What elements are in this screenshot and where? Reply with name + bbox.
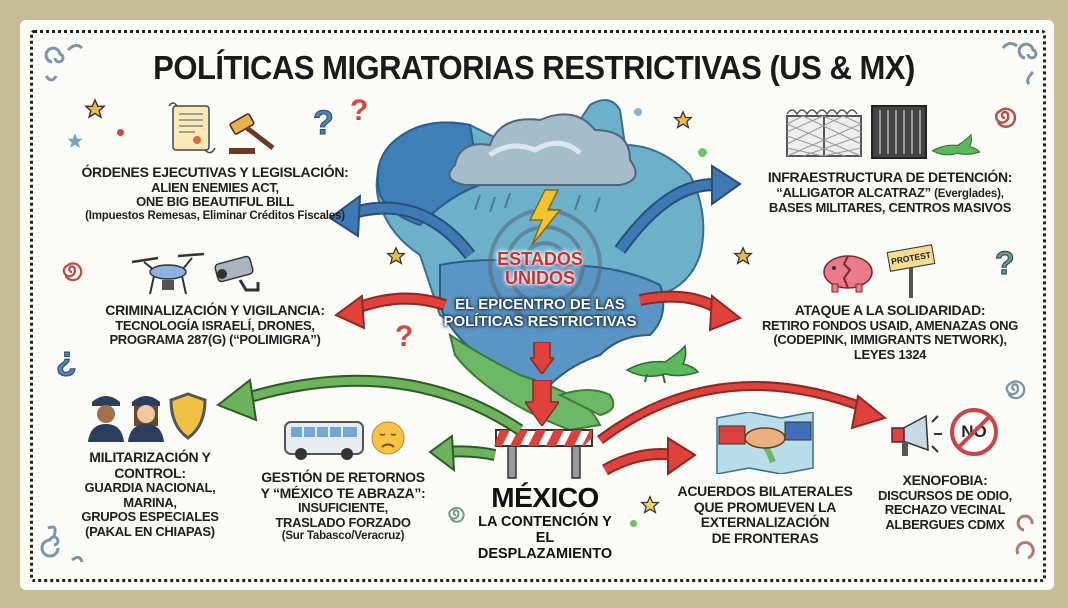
- police-officer-female-icon: [128, 396, 164, 442]
- north-america-map: [375, 99, 705, 432]
- question-mark-icon: ?: [313, 104, 335, 143]
- block-xenofobia: XENOFOBIA: DISCURSOS DE ODIO, RECHAZO VE…: [877, 472, 1012, 532]
- corner-swirl-icon: [1001, 41, 1038, 86]
- road-barrier-icon: [494, 429, 593, 479]
- alligator-icon: [931, 133, 981, 156]
- question-mark-icon: ?: [395, 320, 414, 353]
- question-mark-icon: ?: [995, 245, 1016, 282]
- dot-decoration: [117, 129, 124, 136]
- dot-decoration: [634, 108, 642, 116]
- security-camera-icon: [214, 255, 260, 292]
- page-title: POLÍTICAS MIGRATORIAS RESTRICTIVAS (US &…: [153, 48, 915, 87]
- star-icon: [640, 495, 660, 514]
- block-militarizacion-control: MILITARIZACIÓN Y CONTROL: GUARDIA NACION…: [81, 449, 219, 539]
- block-gestion-retornos: GESTIÓN DE RETORNOS Y “MÉXICO TE ABRAZA”…: [260, 469, 426, 543]
- drone-icon: [131, 252, 205, 295]
- protest-sign: PROTEST: [886, 244, 936, 298]
- block-infraestructura-detencion: INFRAESTRUCTURA DE DETENCIÓN: “ALLIGATOR…: [767, 169, 1013, 215]
- dotted-border: [30, 30, 1046, 582]
- down-arrow-icon: [525, 380, 559, 426]
- spiral-icon: [995, 107, 1017, 129]
- spiral-icon: [62, 262, 83, 282]
- block-ordenes-ejecutivas: ÓRDENES EJECUTIVAS Y LEGISLACIÓN: ALIEN …: [81, 164, 349, 222]
- megaphone-icon: [891, 414, 942, 456]
- block-criminalizacion-vigilancia: CRIMINALIZACIÓN Y VIGILANCIA: TECNOLOGÍA…: [105, 302, 325, 348]
- star-icon: [386, 246, 406, 265]
- star-icon: [84, 98, 106, 119]
- star-icon: [733, 246, 753, 265]
- star-icon: [673, 110, 693, 129]
- mexico-label: MÉXICO LA CONTENCIÓN Y EL DESPLAZAMIENTO: [477, 482, 613, 563]
- map-handshake-icon: [716, 412, 814, 474]
- shield-icon: [169, 392, 207, 440]
- star-icon: [67, 133, 83, 148]
- bus-icon: [284, 421, 364, 460]
- us-subtitle: EL EPICENTRO DE LAS POLÍTICAS RESTRICTIV…: [443, 296, 637, 330]
- block-ataque-solidaridad: ATAQUE A LA SOLIDARIDAD: RETIRO FONDOS U…: [761, 302, 1019, 362]
- us-label: ESTADOS UNIDOS: [497, 249, 583, 288]
- fence-icon: [786, 109, 862, 157]
- corner-swirl-icon: [44, 43, 84, 82]
- spiral-icon: [448, 506, 465, 523]
- no-sign-icon: NO: [950, 408, 998, 456]
- dot-decoration: [630, 520, 637, 527]
- down-arrow-icon: [530, 342, 554, 374]
- corner-swirl-icon: [1015, 514, 1035, 560]
- gavel-icon: [229, 113, 275, 154]
- spiral-icon: [1005, 380, 1026, 400]
- corner-swirl-icon: [40, 525, 84, 563]
- question-mark-icon: ?: [350, 94, 369, 127]
- police-officer-icon: [88, 396, 124, 442]
- dot-decoration: [698, 148, 707, 157]
- question-mark-icon: ¿: [56, 340, 78, 379]
- sad-face-icon: [371, 421, 405, 455]
- scroll-icon: [168, 102, 216, 154]
- alligator-icon: [625, 344, 700, 384]
- block-acuerdos-bilaterales: ACUERDOS BILATERALES QUE PROMUEVEN LA EX…: [677, 483, 853, 547]
- jail-cell-icon: [871, 105, 927, 159]
- broken-piggy-bank-icon: [823, 255, 873, 293]
